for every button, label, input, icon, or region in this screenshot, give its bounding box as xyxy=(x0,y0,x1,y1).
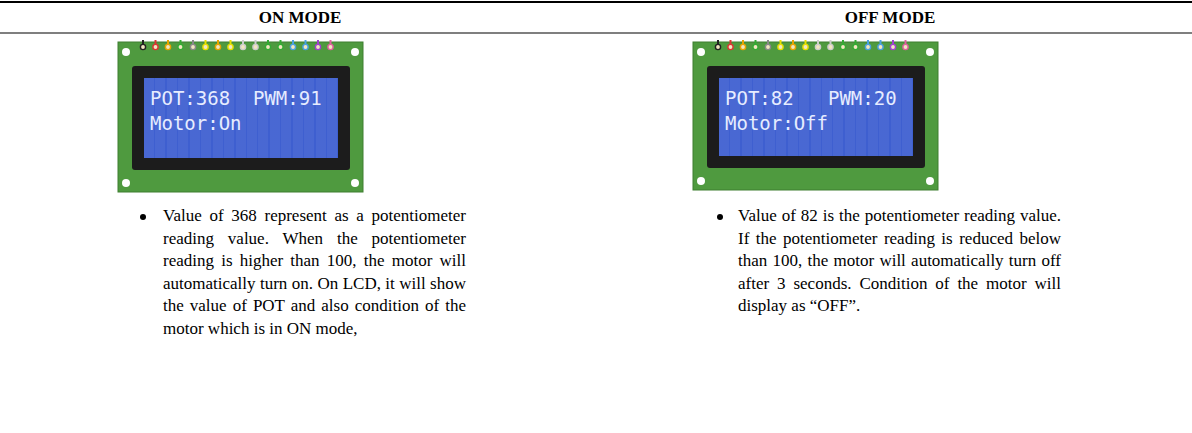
pin-wire xyxy=(142,40,144,44)
pin-pad xyxy=(815,44,820,49)
pin-pad xyxy=(865,44,870,49)
pin-pad xyxy=(165,44,170,49)
lcd-text: Motor:On xyxy=(150,111,332,136)
pin-wire xyxy=(905,40,907,44)
pin-wire xyxy=(767,40,769,44)
pin-wire xyxy=(855,40,857,44)
pin-pad xyxy=(890,44,895,49)
pin-pad xyxy=(240,44,245,49)
pin-pad xyxy=(903,44,908,49)
bullet xyxy=(717,214,723,220)
pin-pad xyxy=(140,44,145,49)
lcd-board xyxy=(118,42,363,192)
pin-pad xyxy=(290,44,295,49)
pin-pad xyxy=(153,44,158,49)
pin-pad xyxy=(228,44,233,49)
pin-wire xyxy=(267,40,269,44)
pin-pad xyxy=(215,44,220,49)
pin-pad xyxy=(265,44,270,49)
bullet xyxy=(140,214,146,220)
column-header: ON MODE xyxy=(150,8,450,28)
pin-pad xyxy=(840,44,845,49)
lcd-text: POT:368 PWM:91 xyxy=(150,86,332,111)
lcd-text: POT:82 PWM:20 xyxy=(725,86,907,111)
pin-pad xyxy=(790,44,795,49)
pin-wire xyxy=(730,40,732,44)
pin-pad xyxy=(203,44,208,49)
pin-wire xyxy=(280,40,282,44)
pin-wire xyxy=(217,40,219,44)
bullet-text: Value of 368 represent as a potentiomete… xyxy=(163,205,466,340)
pin-pad xyxy=(315,44,320,49)
pin-pad xyxy=(190,44,195,49)
pin-pad xyxy=(803,44,808,49)
lcd-screen: POT:368 PWM:91Motor:On xyxy=(144,78,338,158)
pin-wire xyxy=(805,40,807,44)
lcd-text: Motor:Off xyxy=(725,111,907,136)
pin-wire xyxy=(192,40,194,44)
pin-pad xyxy=(853,44,858,49)
pin-wire xyxy=(892,40,894,44)
pin-wire xyxy=(742,40,744,44)
pin-header xyxy=(140,40,908,50)
pin-wire xyxy=(867,40,869,44)
bullet-text: Value of 82 is the potentiometer reading… xyxy=(738,205,1061,318)
pin-wire xyxy=(305,40,307,44)
pin-pad xyxy=(303,44,308,49)
header-rule xyxy=(0,32,1192,33)
pin-wire xyxy=(317,40,319,44)
pin-pad xyxy=(715,44,720,49)
pin-wire xyxy=(292,40,294,44)
pin-wire xyxy=(830,40,832,44)
pin-pad xyxy=(253,44,258,49)
pin-pad xyxy=(728,44,733,49)
pin-pad xyxy=(278,44,283,49)
pin-pad xyxy=(328,44,333,49)
pin-pad xyxy=(765,44,770,49)
pin-wire xyxy=(230,40,232,44)
pin-wire xyxy=(205,40,207,44)
pin-wire xyxy=(842,40,844,44)
pin-wire xyxy=(880,40,882,44)
pin-wire xyxy=(817,40,819,44)
pin-wire xyxy=(792,40,794,44)
lcd-screen: POT:82 PWM:20Motor:Off xyxy=(719,78,913,156)
pin-wire xyxy=(167,40,169,44)
pin-pad xyxy=(740,44,745,49)
pin-wire xyxy=(180,40,182,44)
column-header: OFF MODE xyxy=(740,8,1040,28)
pin-wire xyxy=(755,40,757,44)
lcd-board xyxy=(693,42,938,190)
pin-pad xyxy=(828,44,833,49)
pin-wire xyxy=(155,40,157,44)
pin-pad xyxy=(753,44,758,49)
pin-wire xyxy=(717,40,719,44)
pin-wire xyxy=(255,40,257,44)
top-rule xyxy=(0,1,1192,3)
pin-pad xyxy=(778,44,783,49)
pin-pad xyxy=(178,44,183,49)
pin-wire xyxy=(330,40,332,44)
pin-pad xyxy=(878,44,883,49)
pin-wire xyxy=(780,40,782,44)
pin-wire xyxy=(242,40,244,44)
